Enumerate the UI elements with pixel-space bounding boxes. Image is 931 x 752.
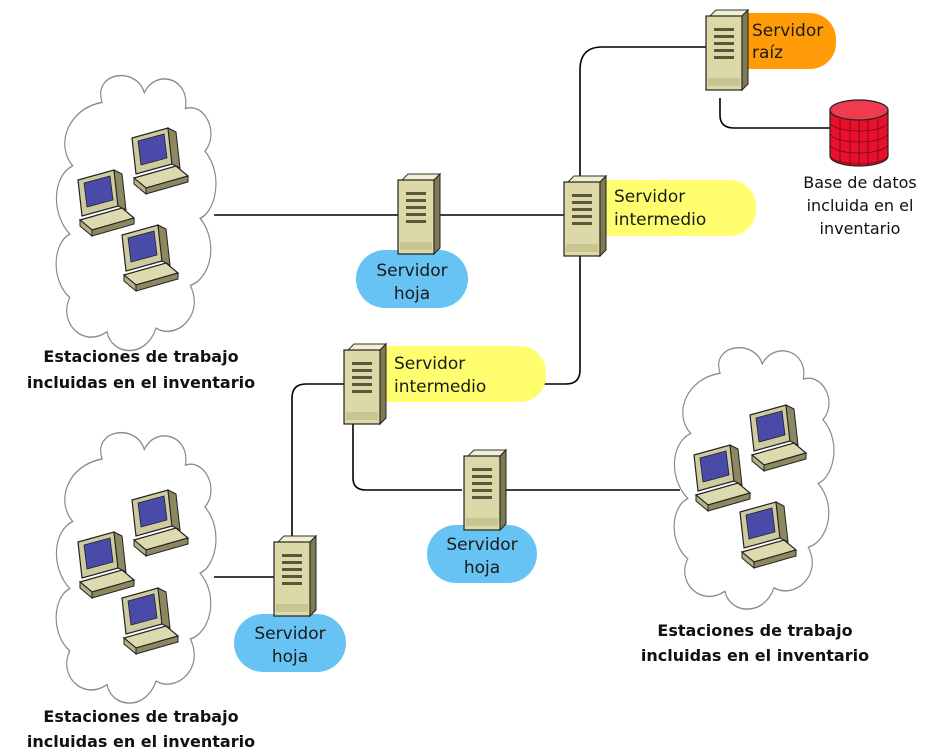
intermediate-top-label: Servidor intermedio: [614, 187, 706, 230]
root-label-line1: Servidor: [752, 21, 823, 41]
intermediate-top-label-line2: intermedio: [614, 210, 706, 230]
link-intermediate-top-intermediate-mid: [482, 250, 581, 385]
link-intermediate-mid-leaf-bottom: [291, 383, 344, 540]
cloud-right-caption-line2: incluidas en el inventario: [641, 646, 869, 665]
server-icon: [563, 175, 607, 257]
cloud-bottom-left-caption-line2: incluidas en el inventario: [27, 732, 255, 751]
intermediate-mid-label-pill: [356, 346, 546, 402]
leaf-bottom-label: Servidor hoja: [254, 624, 325, 667]
link-root-database: [719, 98, 830, 129]
database-caption-line1: Base de datos: [803, 173, 917, 192]
leaf-bottom-label-pill: [234, 614, 346, 672]
leaf-top-label-line1: Servidor: [376, 261, 447, 281]
leaf-top-label-pill: [356, 250, 468, 308]
leaf-top-label-line2: hoja: [394, 284, 430, 304]
leaf-bottom-label-line2: hoja: [272, 647, 308, 667]
intermediate-mid-label: Servidor intermedio: [394, 354, 486, 397]
root-label-line2: raíz: [752, 43, 783, 63]
cloud-top-left-caption: Estaciones de trabajo incluidas en el in…: [27, 347, 255, 392]
cloud-top-left: [55, 74, 217, 352]
intermediate-mid-label-line1: Servidor: [394, 354, 465, 374]
root-label: Servidor raíz: [752, 21, 823, 63]
intermediate-mid-label-line2: intermedio: [394, 377, 486, 397]
server-icon: [705, 9, 749, 91]
leaf-mid-label-line2: hoja: [464, 558, 500, 578]
leaf-mid-label-pill: [427, 525, 537, 583]
leaf-mid-label: Servidor hoja: [446, 535, 517, 578]
link-intermediate-top-root: [579, 46, 706, 182]
server-icon: [273, 535, 317, 617]
intermediate-top-label-pill: [580, 180, 756, 236]
cloud-right-caption-line1: Estaciones de trabajo: [657, 621, 852, 640]
server-icon: [463, 449, 507, 531]
database-icon: [829, 99, 889, 167]
cloud-right-caption: Estaciones de trabajo incluidas en el in…: [641, 621, 869, 665]
leaf-bottom-label-line1: Servidor: [254, 624, 325, 644]
link-intermediate-mid-leaf-mid: [352, 422, 462, 491]
leaf-mid-label-line1: Servidor: [446, 535, 517, 555]
server-icon: [343, 343, 387, 425]
database-caption: Base de datos incluida en el inventario: [803, 173, 917, 238]
server-icon: [397, 173, 441, 255]
cloud-bottom-left: [55, 431, 217, 704]
cloud-top-left-caption-line2: incluidas en el inventario: [27, 373, 255, 392]
cloud-top-left-caption-line1: Estaciones de trabajo: [43, 347, 238, 366]
leaf-top-label: Servidor hoja: [376, 261, 447, 304]
cloud-bottom-left-caption-line1: Estaciones de trabajo: [43, 707, 238, 726]
intermediate-top-label-line1: Servidor: [614, 187, 685, 207]
connector-lines: [214, 46, 830, 578]
database-caption-line3: inventario: [820, 219, 901, 238]
cloud-bottom-left-caption: Estaciones de trabajo incluidas en el in…: [27, 707, 255, 751]
database-caption-line2: incluida en el: [807, 196, 914, 215]
